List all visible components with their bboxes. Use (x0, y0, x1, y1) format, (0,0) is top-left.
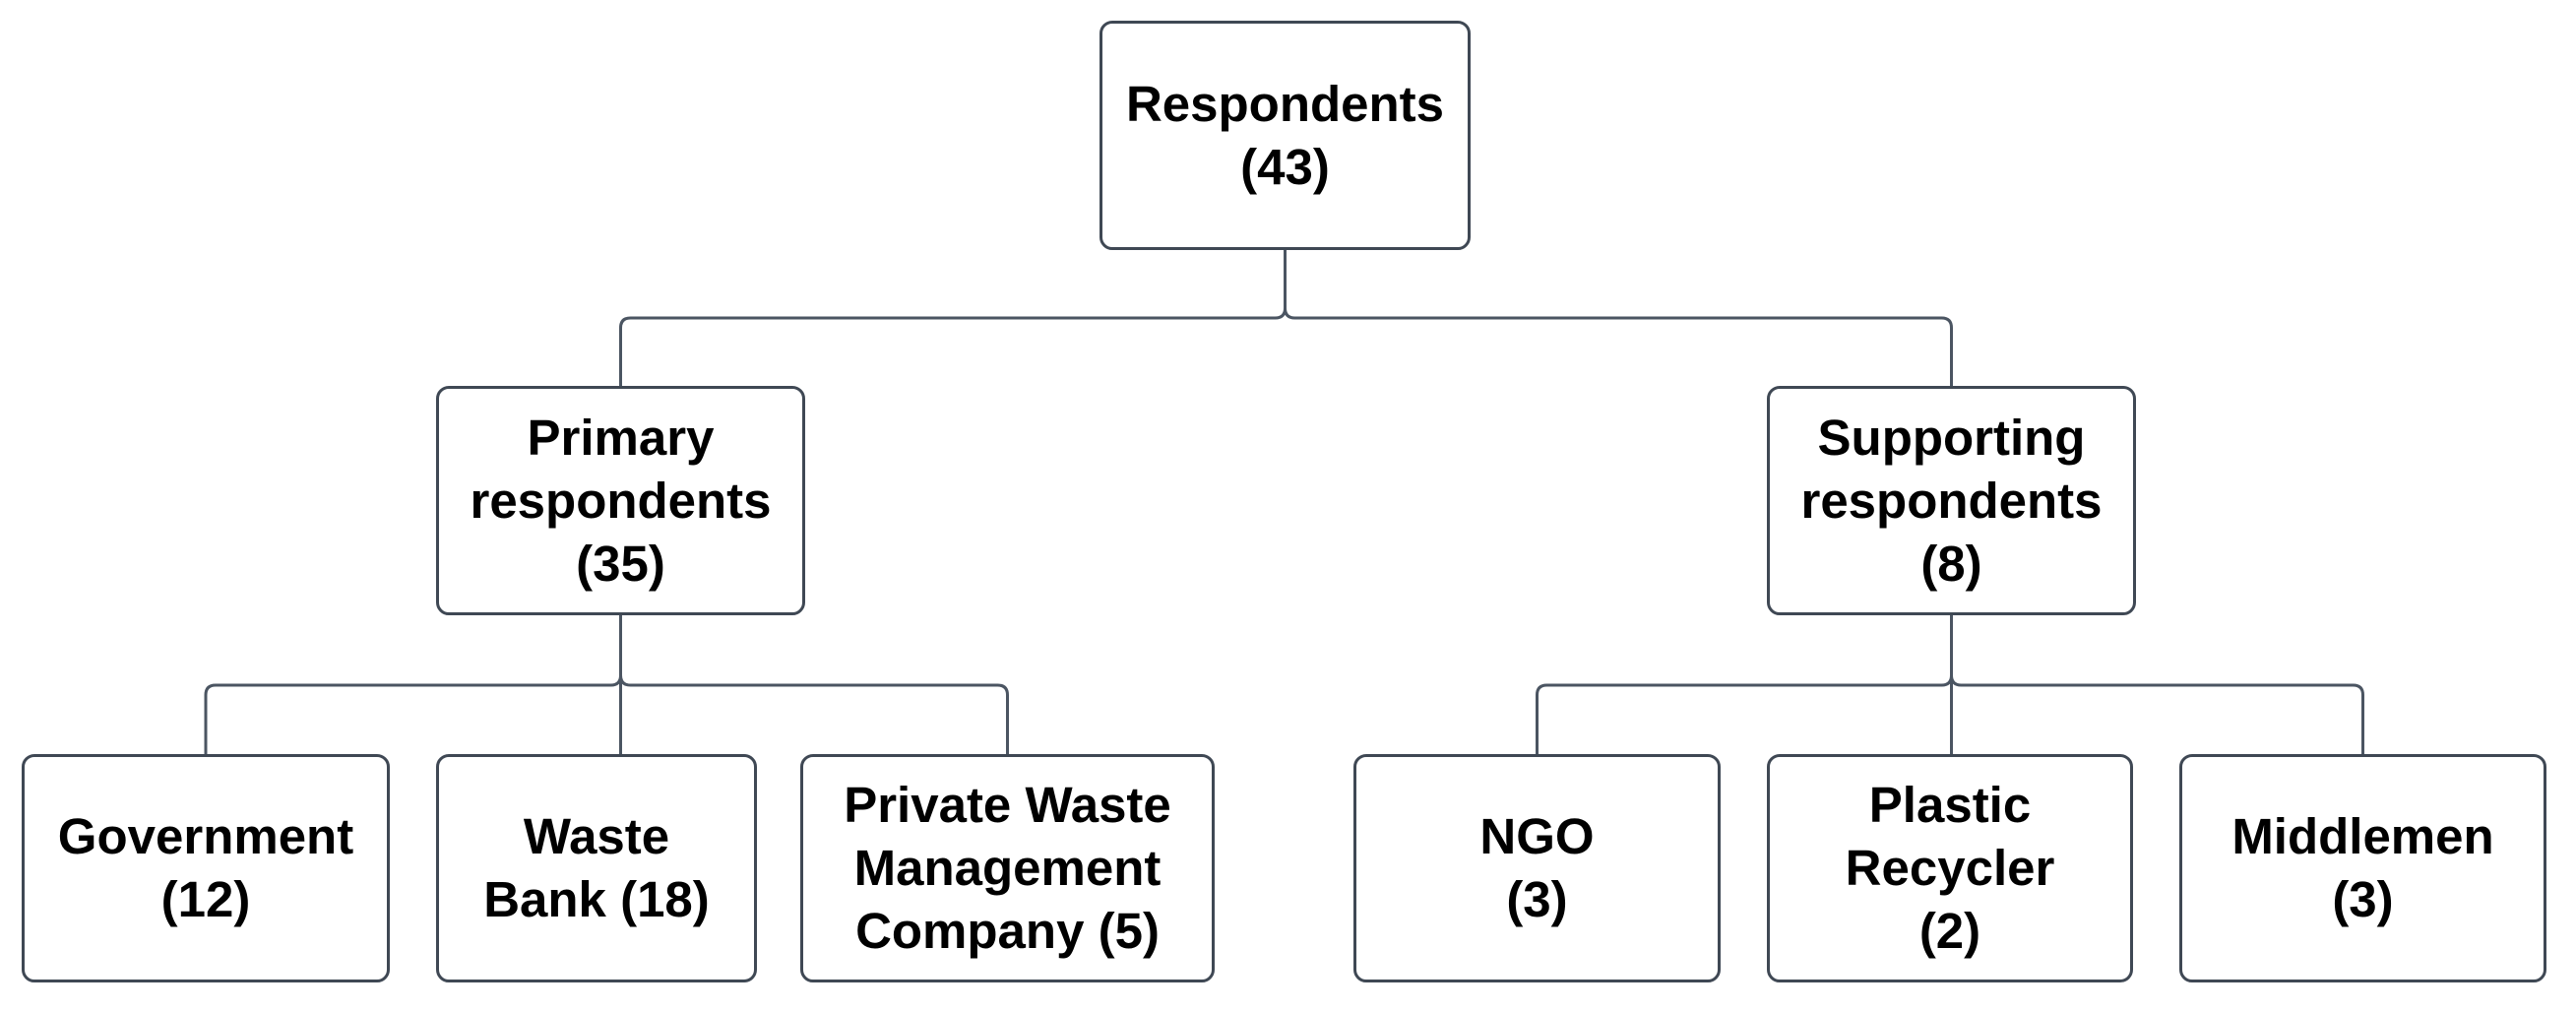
node-label-line: Private Waste (844, 777, 1171, 833)
node-count: (2) (1918, 903, 1981, 959)
connector-primary-government (204, 615, 622, 754)
node-label-line: respondents (1800, 472, 2103, 529)
node-label-line: Respondents (1125, 75, 1445, 132)
connector-respondents-primary (619, 250, 1287, 386)
node-supporting-respondents: Supporting respondents (8) (1767, 386, 2136, 615)
node-count: (8) (1920, 535, 1982, 592)
node-government: Government (12) (22, 754, 390, 982)
node-respondents: Respondents (43) (1100, 21, 1471, 250)
node-private-waste-management-company: Private Waste Management Company (5) (800, 754, 1215, 982)
node-label-line: respondents (470, 472, 772, 529)
node-label-line: Primary (527, 409, 715, 466)
node-label-line: NGO (1479, 808, 1595, 864)
node-label-line: Government (57, 808, 354, 864)
node-label-line: Plastic (1868, 777, 2032, 833)
node-label-line: Middlemen (2231, 808, 2494, 864)
node-count: (3) (2332, 871, 2394, 927)
node-label-line: Company (5) (855, 903, 1160, 959)
node-label-line: Management (853, 840, 1162, 896)
node-primary-respondents: Primary respondents (35) (436, 386, 805, 615)
connector-supporting-middlemen (1950, 615, 2364, 754)
node-middlemen: Middlemen (3) (2179, 754, 2546, 982)
node-count: (35) (576, 535, 665, 592)
node-label-line: Recycler (1845, 840, 2055, 896)
connector-primary-private-wmc (619, 615, 1009, 754)
node-count: (43) (1240, 138, 1330, 195)
node-ngo: NGO (3) (1353, 754, 1721, 982)
node-label-line: Bank (18) (483, 871, 710, 927)
connector-respondents-supporting (1284, 250, 1953, 386)
node-count: (3) (1506, 871, 1568, 927)
node-waste-bank: Waste Bank (18) (436, 754, 757, 982)
node-plastic-recycler: Plastic Recycler (2) (1767, 754, 2133, 982)
connector-supporting-ngo (1536, 615, 1953, 754)
node-label-line: Supporting (1817, 409, 2086, 466)
node-label-line: Waste (523, 808, 670, 864)
node-count: (12) (160, 871, 251, 927)
